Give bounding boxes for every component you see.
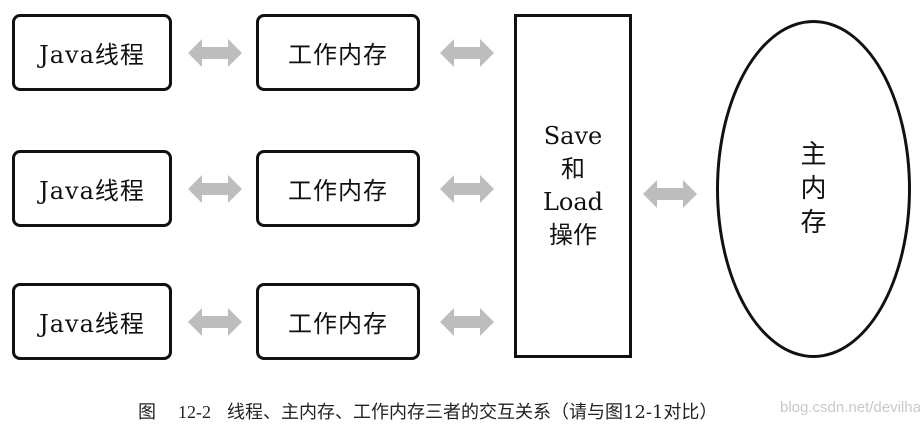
- main-memory-line-3: 存: [800, 208, 827, 238]
- double-arrow-icon: [188, 39, 242, 67]
- main-memory-ellipse: 主 内 存: [716, 20, 911, 358]
- save-load-line-2: 和: [561, 155, 585, 183]
- arrow-work-saveload-2: [440, 174, 494, 204]
- save-load-line-1: Save: [543, 122, 603, 150]
- arrow-work-saveload-3: [440, 307, 494, 337]
- java-thread-label-2: Java线程: [39, 177, 145, 205]
- figure-caption-text: 线程、主内存、工作内存三者的交互关系（请与图12-1对比）: [227, 402, 718, 423]
- figure-number: 12-2: [178, 402, 211, 422]
- arrow-thread-work-2: [188, 174, 242, 204]
- double-arrow-icon: [440, 308, 494, 336]
- work-memory-box-1: 工作内存: [256, 14, 420, 91]
- main-memory-line-2: 内: [800, 174, 827, 204]
- double-arrow-icon: [643, 180, 697, 208]
- work-memory-label-3: 工作内存: [288, 310, 388, 338]
- main-memory-line-1: 主: [800, 140, 827, 170]
- save-load-line-4: 操作: [549, 221, 597, 249]
- double-arrow-icon: [188, 308, 242, 336]
- save-load-line-3: Load: [542, 188, 604, 216]
- java-thread-box-1: Java线程: [12, 14, 172, 91]
- arrow-thread-work-1: [188, 38, 242, 68]
- double-arrow-icon: [188, 175, 242, 203]
- java-thread-label-3: Java线程: [39, 310, 145, 338]
- arrow-work-saveload-1: [440, 38, 494, 68]
- java-thread-box-3: Java线程: [12, 283, 172, 360]
- watermark: blog.csdn.net/devilhai: [780, 399, 920, 416]
- save-load-operation-box: Save 和 Load 操作: [514, 14, 632, 358]
- work-memory-box-2: 工作内存: [256, 150, 420, 227]
- arrow-saveload-main-memory: [643, 179, 697, 209]
- double-arrow-icon: [440, 39, 494, 67]
- figure-label: 图: [138, 402, 156, 423]
- java-thread-box-2: Java线程: [12, 150, 172, 227]
- java-thread-label-1: Java线程: [39, 41, 145, 69]
- figure-caption: 图 12-2 线程、主内存、工作内存三者的交互关系（请与图12-1对比）: [138, 398, 818, 424]
- work-memory-label-1: 工作内存: [288, 41, 388, 69]
- work-memory-box-3: 工作内存: [256, 283, 420, 360]
- work-memory-label-2: 工作内存: [288, 177, 388, 205]
- double-arrow-icon: [440, 175, 494, 203]
- arrow-thread-work-3: [188, 307, 242, 337]
